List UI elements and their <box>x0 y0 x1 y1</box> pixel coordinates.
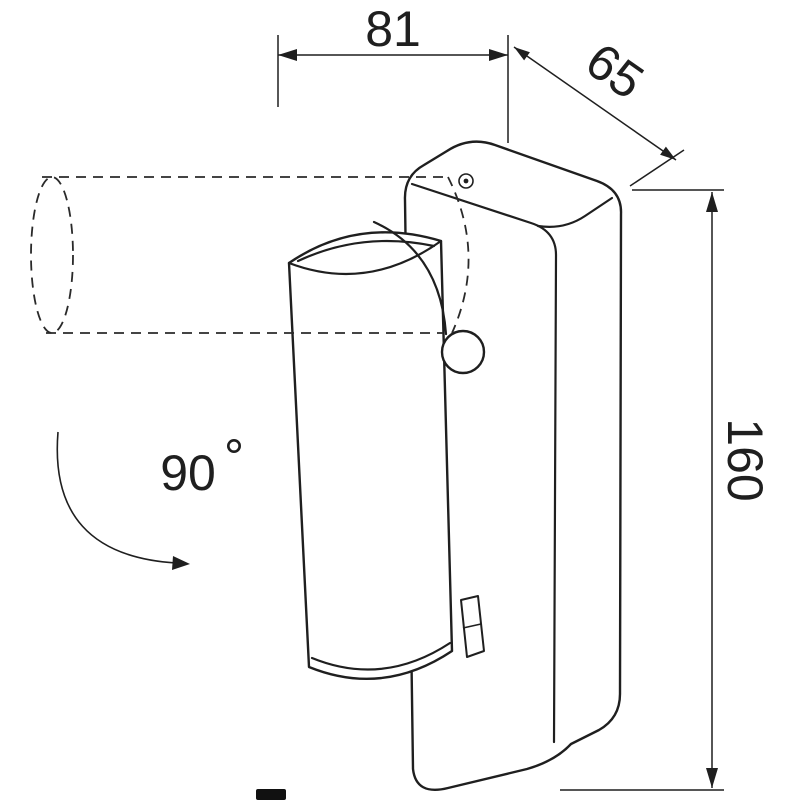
height-dimension-label: 160 <box>717 418 773 501</box>
ghost-end-cap <box>30 176 74 334</box>
toggle-switch <box>460 595 485 658</box>
dimension-height: 160 <box>560 189 773 791</box>
depth-arrowhead-upper-icon <box>514 47 530 61</box>
rotation-arrowhead-icon <box>172 556 190 570</box>
ghost-pivot-end-arc <box>447 176 470 334</box>
screw-hole <box>458 173 474 189</box>
cylinder-bottom-rim <box>310 641 452 671</box>
wall-plate-front-top-edge <box>410 182 558 744</box>
rotation-annotation: 90 ° <box>56 429 244 570</box>
wall-plate <box>403 140 623 792</box>
rotation-angle-label: 90 <box>160 445 216 501</box>
depth-dimension-line <box>513 46 677 161</box>
degree-symbol: ° <box>224 429 244 485</box>
width-dimension-label: 81 <box>365 1 421 57</box>
ghost-cylinder-rotated <box>30 176 470 334</box>
cropped-bottom-mark <box>256 789 286 800</box>
cylinder-seam <box>372 220 448 336</box>
lamp-cylinder <box>287 220 486 681</box>
height-arrowhead-bottom-icon <box>706 768 718 788</box>
height-arrowhead-top-icon <box>706 192 718 212</box>
cylinder-top-front-rim <box>287 239 443 276</box>
depth-arrowhead-lower-icon <box>660 146 676 160</box>
dimension-width: 81 <box>277 1 509 143</box>
wall-plate-top-side-edge <box>536 196 614 228</box>
depth-extension-line <box>629 149 685 187</box>
cylinder-top-inner-rim <box>296 239 436 263</box>
pivot-knob <box>440 329 486 375</box>
rotation-arc-arrow <box>56 431 177 564</box>
cylinder-body <box>287 231 454 681</box>
wall-plate-silhouette <box>403 140 623 792</box>
width-arrowhead-right-icon <box>489 49 508 61</box>
width-arrowhead-left-icon <box>278 49 297 61</box>
